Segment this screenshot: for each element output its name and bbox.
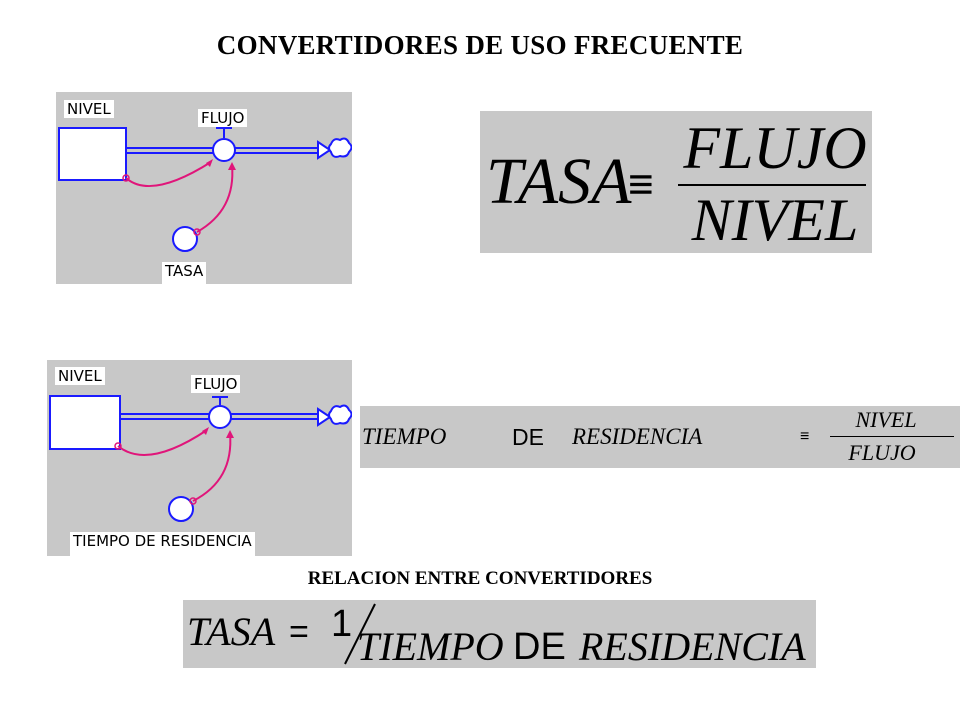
flow-label: FLUJO (198, 109, 248, 127)
equation-tiempo-residencia: TIEMPO DE RESIDENCIA ≡ NIVEL FLUJO (360, 406, 960, 468)
fraction-slash (344, 603, 376, 665)
connector-arrowhead (228, 162, 236, 170)
flow-arrowhead (317, 407, 332, 427)
fraction-bar (830, 436, 954, 437)
fraction-bar (678, 184, 866, 186)
equation-term: RESIDENCIA (572, 424, 703, 449)
converter-circle (172, 226, 198, 252)
connector-origin (114, 442, 122, 450)
converter-circle (168, 496, 194, 522)
connector-arrowhead (202, 427, 209, 435)
fraction-numerator: NIVEL (855, 407, 917, 432)
fraction-numerator: 1 (331, 603, 353, 645)
connector-origin (189, 497, 197, 505)
diagram-drawing (58, 127, 352, 252)
equation-relacion: TASA = 1 TIEMPO DE RESIDENCIA (183, 600, 816, 668)
equation-tasa: TASA ≡ FLUJO NIVEL (480, 111, 872, 253)
fraction-denominator: NIVEL (691, 187, 859, 253)
connector-arrowhead (226, 430, 234, 438)
section-subtitle: RELACION ENTRE CONVERTIDORES (307, 568, 653, 589)
equation-lhs: TASA (486, 145, 632, 218)
equation-term: TIEMPO (357, 624, 504, 669)
flow-arrowhead (317, 140, 332, 160)
stock-label: NIVEL (55, 367, 105, 385)
equation-term: RESIDENCIA (579, 624, 806, 669)
fraction-denominator: FLUJO (848, 440, 916, 465)
connector-origin (122, 174, 130, 182)
equation-term: DE (513, 626, 566, 668)
connector-origin (193, 228, 201, 236)
connector-stock-to-flow (125, 161, 212, 187)
stock-box (58, 127, 127, 181)
converter-label: TIEMPO DE RESIDENCIA (70, 532, 255, 556)
converter-label: TASA (162, 262, 207, 284)
connector-stock-to-flow (117, 429, 208, 456)
page-title: CONVERTIDORES DE USO FRECUENTE (216, 30, 744, 60)
flow-label: FLUJO (191, 375, 241, 393)
connector-converter-to-flow (192, 432, 232, 502)
equivalence-symbol: ≡ (800, 428, 810, 445)
stock-flow-diagram-tiempo-residencia: NIVEL FLUJO TIEMPO DE RESIDENCIA (47, 360, 352, 556)
flow-valve (212, 138, 236, 162)
cloud-sink-icon (328, 404, 352, 425)
diagram-drawing (49, 395, 352, 522)
equation-lhs: TASA (187, 609, 276, 654)
equals-symbol: = (289, 613, 309, 651)
stock-flow-diagram-tasa: NIVEL FLUJO TASA (56, 92, 352, 284)
stock-box (49, 395, 121, 450)
connector-converter-to-flow (196, 164, 234, 233)
fraction-numerator: FLUJO (683, 115, 867, 181)
equivalence-symbol: ≡ (628, 160, 654, 209)
equation-term: DE (512, 424, 544, 450)
cloud-sink-icon (328, 137, 352, 158)
connector-arrowhead (206, 159, 213, 167)
equation-term: TIEMPO (362, 424, 447, 449)
stock-label: NIVEL (64, 100, 114, 118)
flow-valve (208, 405, 232, 429)
